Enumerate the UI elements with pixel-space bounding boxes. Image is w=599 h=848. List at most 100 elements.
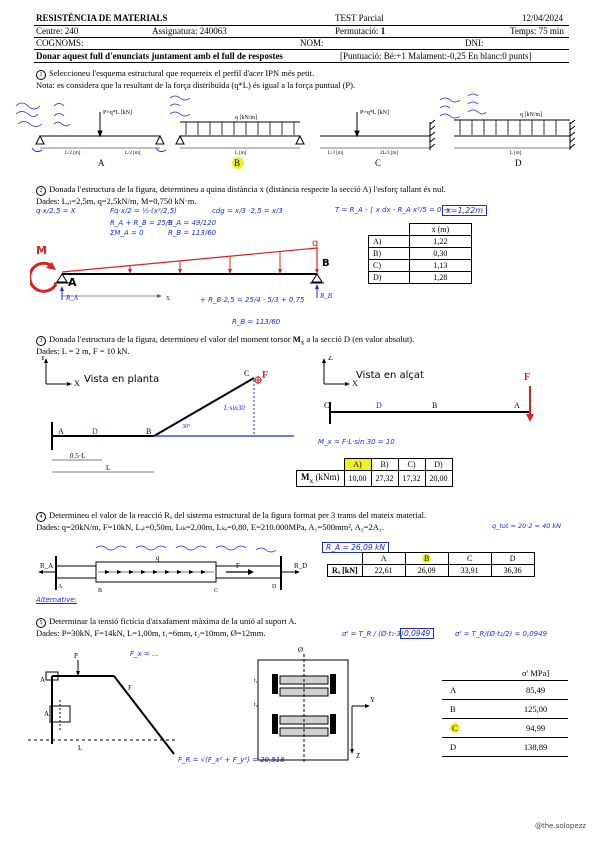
q2-hw-1: q·x/2,5 = X bbox=[36, 207, 76, 215]
q5-fig-phi: Ø bbox=[298, 646, 303, 654]
q4-fig-RD: R_D bbox=[294, 562, 307, 570]
q3-hw-3: 30° bbox=[182, 423, 191, 430]
q5-fig-Z: Z bbox=[356, 752, 360, 760]
q1-a-force-label: P=q*L [kN] bbox=[103, 110, 132, 116]
q5-fig-Y: Y bbox=[370, 696, 375, 704]
q5-hw-3: σ' = T_R/(Ø·t₂/2) = 0,0949 bbox=[455, 630, 548, 638]
q3-elev-C: C bbox=[324, 401, 329, 410]
dni-label: DNI: bbox=[465, 38, 484, 48]
q5-hw-1: σ' = T_R / (Ø·t₁·3) bbox=[342, 630, 404, 638]
q4-fig-q: q bbox=[156, 554, 160, 562]
q3-plan-D: D bbox=[92, 427, 98, 436]
q3-plan-L: L bbox=[106, 464, 110, 472]
q5-hw-5: F_x = ... bbox=[130, 650, 159, 658]
q2-hw-11: R_B = 113/60 bbox=[232, 318, 281, 326]
q5-hw-2: 0,0949 bbox=[400, 628, 435, 639]
q4-fig-A: A bbox=[58, 584, 63, 590]
q5-fig-t2: t₂ bbox=[254, 702, 258, 708]
cognoms-label: COGNOMS: bbox=[36, 38, 84, 48]
q4-number: 4 bbox=[36, 512, 46, 522]
q1-b-span: L [m] bbox=[235, 151, 247, 156]
q1-d-load-label: q [kN/m] bbox=[520, 112, 542, 118]
q1-d-span: L [m] bbox=[510, 151, 522, 156]
q2-hw-5: R_A = 49/120 bbox=[168, 219, 217, 227]
q1-b-load-label: q [kN/m] bbox=[235, 115, 257, 121]
q4-fig-C: C bbox=[214, 588, 218, 594]
scoring: [Puntuació: Bé:+1 Malament:-0,25 En blan… bbox=[340, 51, 532, 61]
q2-col-header: x (m) bbox=[408, 223, 473, 236]
q3-elev-Z: Z bbox=[328, 356, 333, 362]
q2-fig-x: x bbox=[166, 293, 170, 302]
q5-hw-4: F_R = √(F_x² + F_y²) = 20,518 bbox=[178, 756, 285, 764]
q5-fig-P: P bbox=[74, 652, 78, 660]
q4-data: Dades: q=20kN/m, F=10kN, Lₐₗ=0,50m, Lₗₖ=… bbox=[36, 522, 384, 532]
q1-note: Nota: es considera que la resultant de l… bbox=[36, 80, 356, 90]
q3-plan-half: 0.5·L bbox=[70, 452, 85, 460]
q1-c-span2: 2L/3 [m] bbox=[380, 151, 398, 156]
q3-plan-Y: Y bbox=[40, 356, 46, 362]
q3-plan-F: F bbox=[262, 370, 268, 381]
q4-fig-RA: R_A bbox=[40, 562, 53, 570]
q5-fig-t1: t₁ bbox=[254, 678, 258, 684]
q2-answer-table: x (m) A)1,22 B)0,30 C)1,13 D)1,28 bbox=[368, 223, 473, 284]
q5-fig-A2: A bbox=[44, 710, 49, 718]
q5-fig-F: F bbox=[128, 684, 132, 692]
q1-number: 1 bbox=[36, 70, 46, 80]
instruction: Donar aquest full d'enunciats juntament … bbox=[36, 51, 283, 61]
q4-fig-B: B bbox=[98, 588, 102, 594]
watermark: @the.solopezz bbox=[535, 822, 586, 830]
q2-fig-M: M bbox=[36, 244, 47, 257]
q2-hw-8: T = R_A - ∫ x dx - R_A·x²/5 = 0 → bbox=[335, 206, 450, 214]
q2-hw-10: + R_B·2,5 = 25/4 · 5/3 + 0,75 bbox=[200, 296, 305, 304]
q1-c-span1: L/3 [m] bbox=[328, 151, 344, 156]
q5-fig-A: A bbox=[40, 676, 45, 684]
table-row: A)1,22 bbox=[368, 235, 473, 248]
q3-figure: Y X Vista en planta A D B C F 0.5·L L L·… bbox=[40, 356, 534, 473]
q3-plan-B: B bbox=[146, 427, 151, 436]
q3-elev-A: A bbox=[514, 401, 520, 410]
q3-elev-F: F bbox=[524, 372, 530, 383]
table-row: B)0,30 bbox=[368, 247, 473, 260]
q5-fig-L: L bbox=[78, 744, 82, 752]
temps: Temps: 75 min bbox=[510, 26, 564, 36]
q3-plan-X: X bbox=[74, 379, 80, 388]
q2-fig-RA: R_A bbox=[65, 294, 79, 302]
q2-hw-3: cdg = x/3 ·2,5 = x/3 bbox=[212, 207, 283, 215]
q5-number: 5 bbox=[36, 618, 46, 628]
q1-a-span2: L/2 [m] bbox=[125, 151, 141, 156]
q3-header-a: A) bbox=[343, 458, 372, 471]
q2-figure: q M A B x R_A R_B bbox=[30, 238, 333, 302]
q2-hw-2: Fq·x/2 = ½·(x²/2,5) bbox=[110, 207, 177, 215]
q1-option-a: A bbox=[98, 158, 105, 168]
q4-figure: R_A R_D q F A B C D bbox=[38, 545, 307, 594]
q2-fig-q: q bbox=[312, 238, 318, 249]
q2-fig-A: A bbox=[68, 276, 77, 289]
q2-fig-B: B bbox=[322, 258, 330, 269]
q5-col-header: σ' MPa] bbox=[522, 668, 550, 678]
assignatura: Assignatura: 240063 bbox=[152, 26, 227, 36]
q3-plan-title: Vista en planta bbox=[84, 374, 159, 385]
q1-a-span1: L/2 [m] bbox=[65, 151, 81, 156]
q5-figure: P F A L A Ø t₁ t₂ Y Z bbox=[28, 646, 375, 762]
q3-plan-C: C bbox=[244, 369, 249, 378]
q2-fig-RB: R_B bbox=[319, 292, 333, 300]
table-row: D)1,28 bbox=[368, 271, 473, 284]
q2-number: 2 bbox=[36, 186, 46, 196]
q1-c-force-label: P=q*L [kN] bbox=[360, 110, 389, 116]
centre: Centre: 240 bbox=[36, 26, 79, 36]
q3-hw-1: M_x = F·L·sin 30 = 10 bbox=[318, 438, 395, 446]
test-date: 12/04/2024 bbox=[522, 13, 564, 23]
q3-elev-D: D bbox=[376, 401, 382, 410]
q2-hw-6: R_B = 113/60 bbox=[168, 229, 217, 237]
q3-data: Dades: L = 2 m, F = 10 kN. bbox=[36, 346, 130, 356]
